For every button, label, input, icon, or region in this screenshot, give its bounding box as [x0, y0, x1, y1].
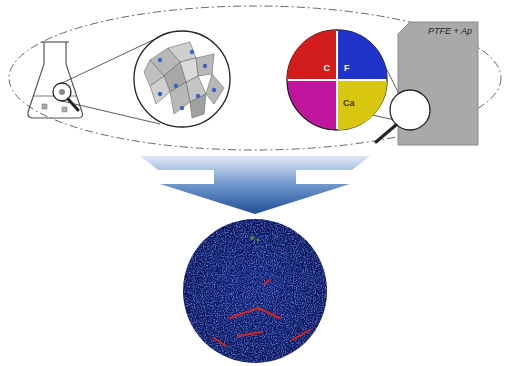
shape-outline: [398, 22, 478, 145]
element-map: [287, 30, 387, 130]
flask-icon: [28, 42, 83, 118]
sample-label: PTFE + Ap: [428, 27, 472, 37]
flow-arrow: [140, 156, 370, 214]
composite-map: [183, 219, 327, 363]
crystal-structure: [134, 31, 230, 127]
element-label: Ca: [343, 99, 355, 108]
element-label: C: [324, 64, 331, 73]
sample-panel: PTFE + Ap: [398, 22, 478, 145]
element-quadrant: Ca: [338, 81, 387, 130]
group-outline: [9, 6, 501, 150]
element-label: F: [344, 64, 350, 73]
element-quadrant: F: [338, 30, 387, 79]
element-quadrant: C: [287, 30, 336, 79]
